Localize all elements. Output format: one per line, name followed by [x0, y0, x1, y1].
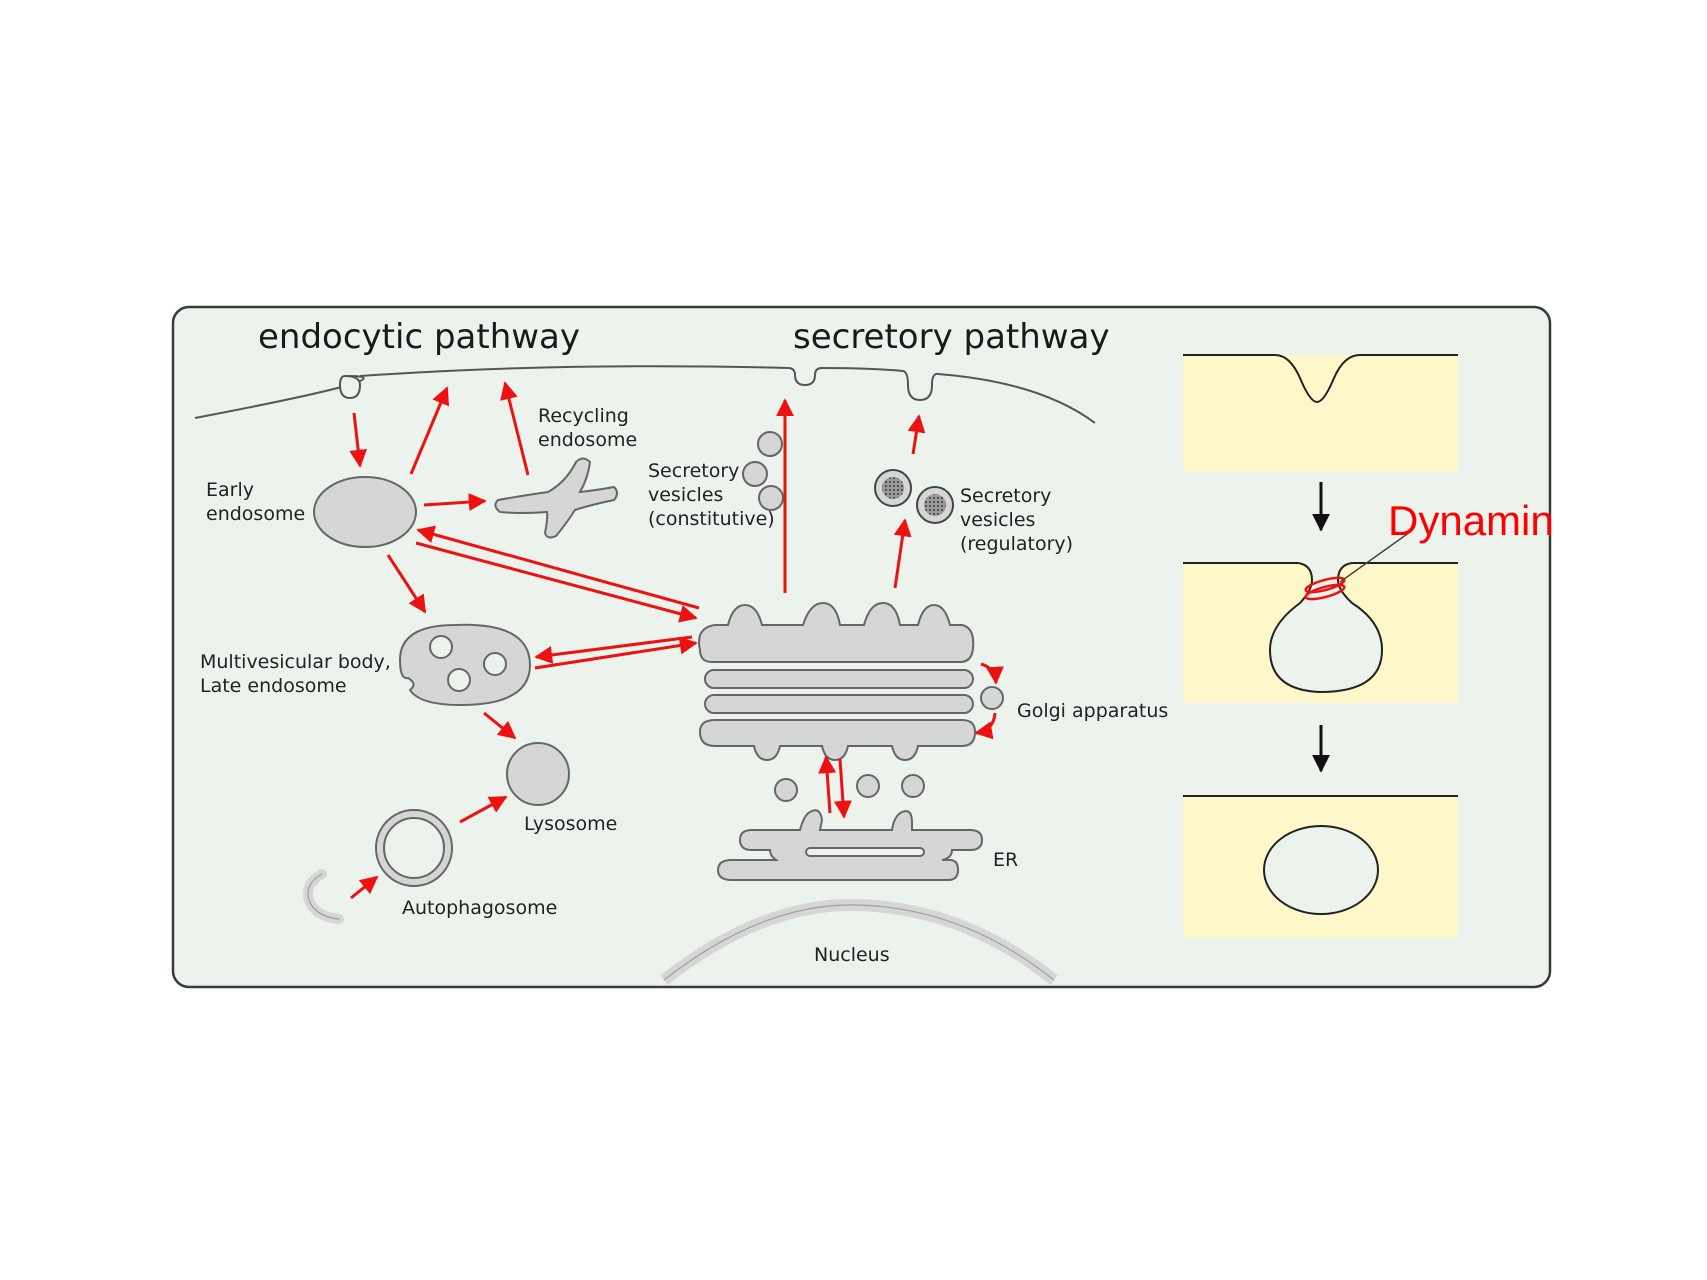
er-golgi-vesicles	[774, 774, 925, 802]
mvb-label-line1: Multivesicular body,	[200, 651, 391, 673]
sec-const-label-line2: vesicles	[648, 484, 723, 506]
golgi-vesicle	[980, 686, 1004, 710]
fission-stage-1	[1183, 354, 1458, 471]
dynamin-pointer	[1339, 531, 1411, 583]
sec-reg-label-line2: vesicles	[960, 509, 1035, 531]
early-label-line1: Early	[206, 479, 254, 501]
lysosome	[506, 742, 570, 806]
fission-stage-3	[1183, 795, 1458, 938]
fission-stage-2	[1183, 562, 1458, 703]
organelle-labels: Recycling endosome Early endosome Secret…	[200, 405, 1168, 966]
regulatory-vesicles	[874, 469, 954, 524]
sec-reg-label-line1: Secretory	[960, 485, 1051, 507]
recycling-label-line1: Recycling	[538, 405, 629, 427]
dynamin-label: Dynamin	[1388, 497, 1554, 544]
endoplasmic-reticulum	[716, 809, 984, 881]
secretory-pathway-title: secretory pathway	[793, 317, 1110, 357]
golgi-label: Golgi apparatus	[1017, 700, 1168, 722]
autophagosome	[375, 809, 453, 887]
mvb-label-line2: Late endosome	[200, 675, 347, 697]
endocytic-pathway-title: endocytic pathway	[258, 317, 580, 357]
sec-reg-label-line3: (regulatory)	[960, 533, 1073, 555]
plasma-membrane	[194, 365, 1096, 424]
early-endosome	[313, 476, 417, 548]
early-label-line2: endosome	[206, 503, 305, 525]
sec-const-label-line1: Secretory	[648, 460, 739, 482]
recycling-endosome	[494, 457, 618, 539]
autophagosome-label: Autophagosome	[402, 897, 557, 919]
er-label: ER	[993, 849, 1018, 871]
multivesicular-body	[398, 623, 532, 707]
recycling-label-line2: endosome	[538, 429, 637, 451]
trafficking-arrows	[349, 381, 1004, 900]
lysosome-label: Lysosome	[524, 813, 617, 835]
nucleus-envelope	[660, 898, 1058, 985]
constitutive-vesicles	[742, 431, 784, 511]
er-lumen	[805, 847, 925, 857]
nucleus-label: Nucleus	[814, 944, 890, 966]
golgi-apparatus	[698, 601, 977, 762]
sec-const-label-line3: (constitutive)	[648, 508, 775, 530]
